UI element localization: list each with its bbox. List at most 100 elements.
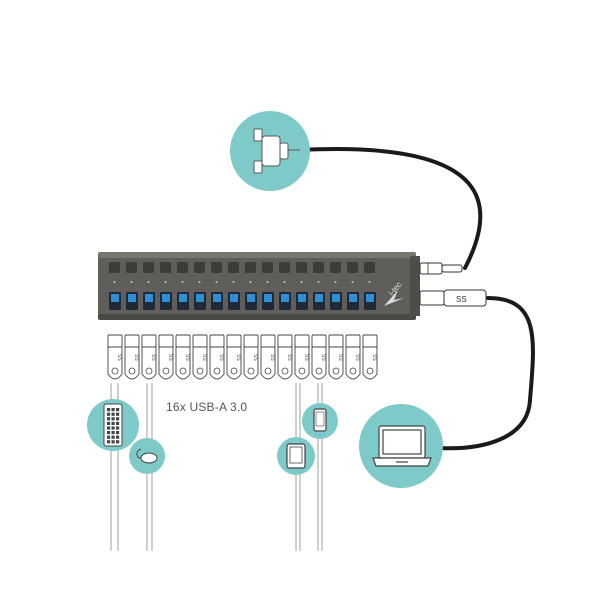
usb-a-connector: SS [175, 334, 191, 380]
usb-a-connector: SS [209, 334, 225, 380]
led-indicator [215, 281, 218, 283]
dc-power-connector [419, 262, 463, 275]
keyboard-icon [103, 403, 123, 447]
led-indicator [181, 281, 184, 283]
led-indicator [113, 281, 116, 283]
mouse-circle [129, 438, 165, 474]
power-plug-circle [230, 111, 310, 191]
led-indicator [198, 281, 201, 283]
power-switch[interactable] [109, 262, 120, 273]
usb-a-symbol: SS [116, 354, 122, 361]
power-switch[interactable] [347, 262, 358, 273]
usb-a-connector: SS [107, 334, 123, 380]
usb-port-tongue [111, 294, 119, 302]
led-indicator [164, 281, 167, 283]
led-indicator [368, 281, 371, 283]
power-cable [298, 147, 483, 270]
usb-port-tongue [366, 294, 374, 302]
power-switch[interactable] [228, 262, 239, 273]
smartphone-circle [302, 403, 338, 439]
usb-hub: i-tec [98, 252, 420, 320]
usb-a-symbol: SS [269, 354, 275, 361]
usb-a-symbol: SS [252, 354, 258, 361]
usb-port-tongue [162, 294, 170, 302]
usb-port-tongue [179, 294, 187, 302]
port-count-caption: 16x USB-A 3.0 [166, 400, 248, 414]
usb-a-symbol: SS [303, 354, 309, 361]
usb-a-connector: SS [158, 334, 174, 380]
usb-port-tongue [332, 294, 340, 302]
led-indicator [266, 281, 269, 283]
usb-a-symbol: SS [371, 354, 377, 361]
power-switch[interactable] [143, 262, 154, 273]
usb-port-tongue [128, 294, 136, 302]
usb-a-connector: SS [345, 334, 361, 380]
usb-a-symbol: SS [167, 354, 173, 361]
led-indicator [351, 281, 354, 283]
power-switch[interactable] [364, 262, 375, 273]
usb-port-tongue [298, 294, 306, 302]
usb-port-tongue [264, 294, 272, 302]
power-switch[interactable] [245, 262, 256, 273]
power-switch[interactable] [177, 262, 188, 273]
usb-a-connector: SS [243, 334, 259, 380]
usb-a-connector: SS [124, 334, 140, 380]
usb-port-tongue [281, 294, 289, 302]
usb-a-symbol: SS [150, 354, 156, 361]
usb-a-connector: SS [260, 334, 276, 380]
usb-port-tongue [315, 294, 323, 302]
usb-a-symbol: SS [337, 354, 343, 361]
power-switch[interactable] [313, 262, 324, 273]
usb-a-symbol: SS [320, 354, 326, 361]
laptop-circle [359, 404, 443, 488]
power-switch[interactable] [194, 262, 205, 273]
power-plug-icon [253, 128, 300, 174]
usb-a-symbol: SS [354, 354, 360, 361]
usb-a-connector: SS [192, 334, 208, 380]
usb-port-tongue [230, 294, 238, 302]
usb-b-symbol: SS [456, 295, 467, 304]
usb-a-symbol: SS [184, 354, 190, 361]
usb-port-tongue [196, 294, 204, 302]
usb-a-connector: SS [226, 334, 242, 380]
power-switch[interactable] [296, 262, 307, 273]
led-indicator [147, 281, 150, 283]
usb-b-connector: SS [419, 289, 487, 307]
usb-a-connector: SS [294, 334, 310, 380]
upstream-cable [438, 296, 535, 451]
usb-a-symbol: SS [286, 354, 292, 361]
power-switch[interactable] [262, 262, 273, 273]
usb-port-tongue [145, 294, 153, 302]
tablet-circle [277, 437, 315, 475]
usb-port-tongue [349, 294, 357, 302]
led-indicator [232, 281, 235, 283]
led-indicator [334, 281, 337, 283]
usb-a-connector: SS [311, 334, 327, 380]
power-switch[interactable] [330, 262, 341, 273]
usb-a-connector: SS [141, 334, 157, 380]
power-switches [109, 262, 375, 283]
usb-a-connector: SS [362, 334, 378, 380]
mouse-icon [136, 448, 158, 464]
led-indicator [283, 281, 286, 283]
tablet-icon [286, 443, 306, 469]
usb-a-symbol: SS [235, 354, 241, 361]
power-switch[interactable] [160, 262, 171, 273]
usb-a-connector: SS [277, 334, 293, 380]
power-switch[interactable] [211, 262, 222, 273]
usb-a-symbol: SS [218, 354, 224, 361]
led-indicator [130, 281, 133, 283]
laptop-icon [372, 425, 432, 467]
keyboard-circle [87, 399, 139, 451]
led-indicator [249, 281, 252, 283]
power-switch[interactable] [279, 262, 290, 273]
usb-a-symbol: SS [201, 354, 207, 361]
usb-a-connector: SS [328, 334, 344, 380]
usb-port-tongue [213, 294, 221, 302]
led-indicator [300, 281, 303, 283]
power-switch[interactable] [126, 262, 137, 273]
usb-port-tongue [247, 294, 255, 302]
smartphone-icon [313, 408, 327, 432]
